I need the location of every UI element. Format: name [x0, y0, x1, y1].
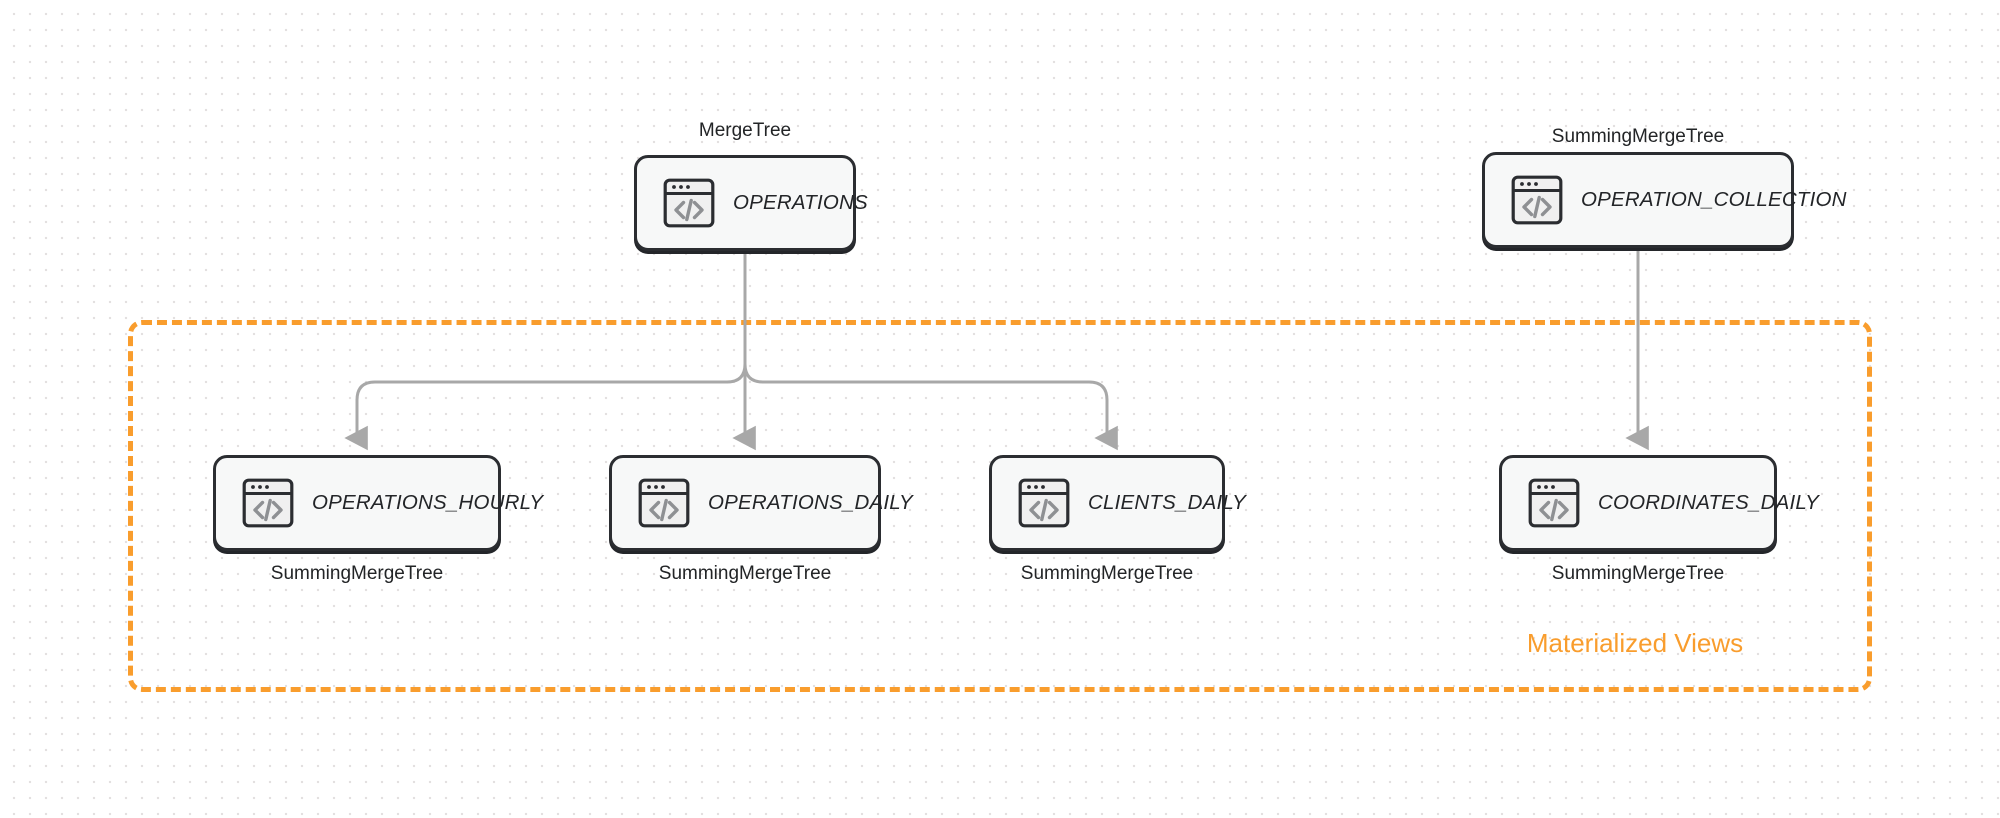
code-window-icon: [1018, 478, 1070, 528]
table-node-coordinates_daily[interactable]: COORDINATES_DAILY: [1499, 455, 1819, 551]
table-node-operations_daily[interactable]: OPERATIONS_DAILY: [609, 455, 913, 551]
code-window-icon: [242, 478, 294, 528]
table-node-label: CLIENTS_DAILY: [1088, 491, 1246, 514]
table-node-label: OPERATIONS_DAILY: [708, 491, 913, 514]
engine-label-coordinates_daily: SummingMergeTree: [1551, 563, 1725, 584]
code-window-icon: [663, 178, 715, 228]
table-node-operations_hourly[interactable]: OPERATIONS_HOURLY: [213, 455, 543, 551]
engine-label-operations_hourly: SummingMergeTree: [270, 563, 444, 584]
code-window-icon: [1528, 478, 1580, 528]
table-node-clients_daily[interactable]: CLIENTS_DAILY: [989, 455, 1246, 551]
engine-label-clients_daily: SummingMergeTree: [1020, 563, 1194, 584]
table-node-operations[interactable]: OPERATIONS: [634, 155, 868, 251]
table-node-label: OPERATION_COLLECTION: [1581, 188, 1847, 211]
engine-label-operation_collection: SummingMergeTree: [1551, 126, 1725, 147]
table-node-label: COORDINATES_DAILY: [1598, 491, 1819, 514]
engine-label-operations_daily: SummingMergeTree: [658, 563, 832, 584]
engine-label-operations: MergeTree: [698, 120, 792, 141]
table-node-label: OPERATIONS_HOURLY: [312, 491, 544, 514]
table-node-operation_collection[interactable]: OPERATION_COLLECTION: [1482, 152, 1846, 248]
code-window-icon: [638, 478, 690, 528]
code-window-icon: [1511, 175, 1563, 225]
table-node-label: OPERATIONS: [733, 191, 868, 214]
materialized-views-label: Materialized Views: [1526, 628, 1744, 658]
